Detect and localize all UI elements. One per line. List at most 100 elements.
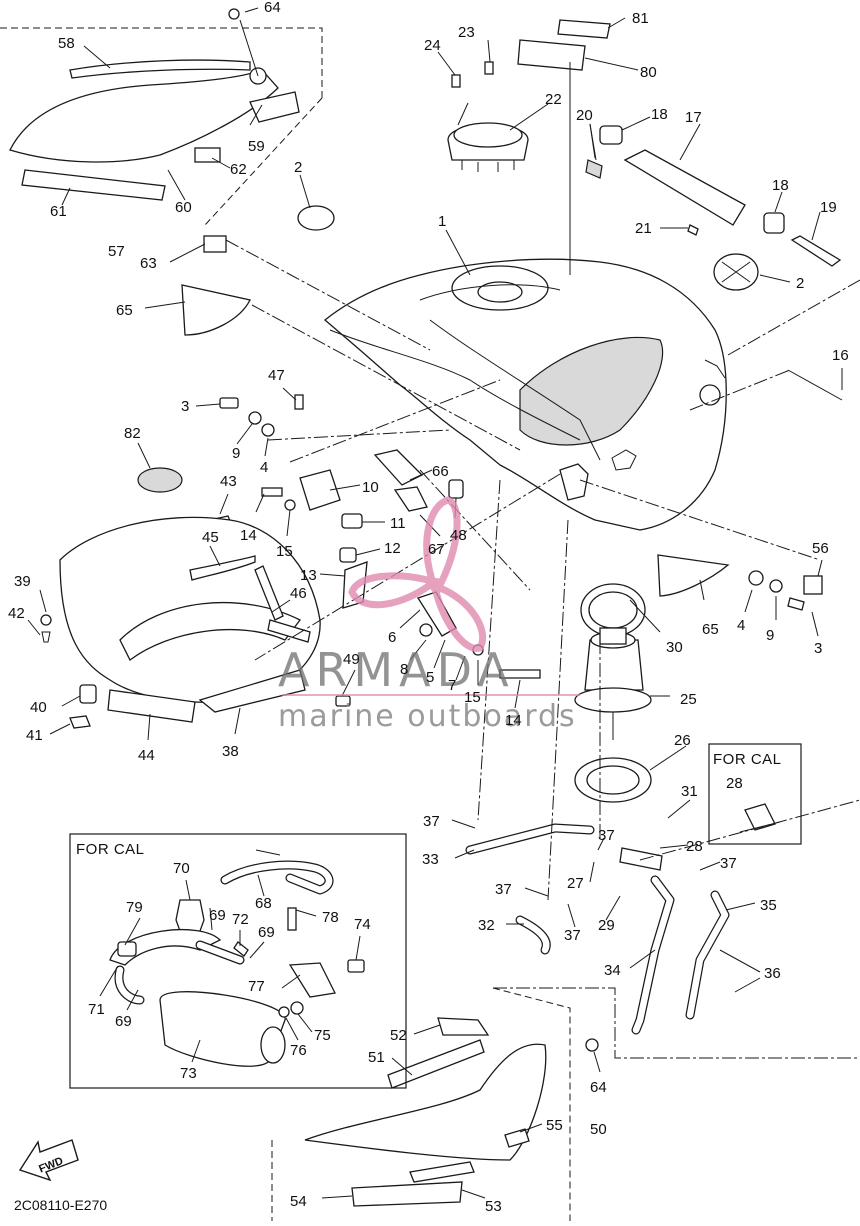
gaskets xyxy=(297,205,759,291)
propeller-logo xyxy=(348,496,487,652)
callout: 27 xyxy=(567,875,584,892)
callout: 21 xyxy=(635,220,652,237)
callout: 61 xyxy=(50,203,67,220)
callout: 16 xyxy=(832,347,849,364)
callout: 37 xyxy=(564,927,581,944)
callout: 67 xyxy=(428,541,445,558)
callout: 2 xyxy=(796,275,804,292)
callout: 39 xyxy=(14,573,31,590)
callout: 70 xyxy=(173,860,190,877)
callout: 11 xyxy=(390,515,406,532)
callout: 37 xyxy=(423,813,440,830)
mounting-hardware xyxy=(219,369,843,707)
callout: 1 xyxy=(438,213,446,230)
callout: 49 xyxy=(343,651,360,668)
callout: 7 xyxy=(448,677,456,694)
callout: 37 xyxy=(720,855,737,872)
callout: 54 xyxy=(290,1193,307,1210)
callout: 47 xyxy=(268,367,285,384)
callout: 17 xyxy=(685,109,702,126)
callout: 4 xyxy=(737,617,745,634)
callout: 69 xyxy=(115,1013,132,1030)
callout: 14 xyxy=(240,527,257,544)
for-cal-box-fitting: FOR CAL xyxy=(708,743,802,845)
side-cover-right xyxy=(657,554,730,597)
callout: 79 xyxy=(126,899,143,916)
callout: 38 xyxy=(222,743,239,760)
watermark: ARMADA marine outboards xyxy=(278,496,580,734)
callout: 64 xyxy=(590,1079,607,1096)
diagram-code: 2C08110-E270 xyxy=(14,1197,107,1213)
callout: 81 xyxy=(632,10,649,27)
callout: 33 xyxy=(422,851,439,868)
callout: 59 xyxy=(248,138,265,155)
callout: 6 xyxy=(388,629,396,646)
callout: 28 xyxy=(686,838,703,855)
callout: 44 xyxy=(138,747,155,764)
inset-frames xyxy=(0,27,860,1221)
callout: 12 xyxy=(384,540,401,557)
callout: 78 xyxy=(322,909,339,926)
callout: 3 xyxy=(814,640,822,657)
callout: 18 xyxy=(772,177,789,194)
callout: 42 xyxy=(8,605,25,622)
callout: 76 xyxy=(290,1042,307,1059)
lower-cowl-left xyxy=(40,516,321,729)
callout: 72 xyxy=(232,911,249,928)
callout: 65 xyxy=(116,302,133,319)
side-cover-lower-right xyxy=(304,1017,599,1207)
callout: 37 xyxy=(495,881,512,898)
callout: 53 xyxy=(485,1198,502,1215)
callout: 66 xyxy=(432,463,449,480)
callout: 51 xyxy=(368,1049,385,1066)
watermark-tagline: marine outboards xyxy=(278,699,577,734)
side-cover-mid-left xyxy=(137,284,428,531)
callout: 57 xyxy=(108,243,125,260)
for-cal-box-canister: FOR CAL xyxy=(69,833,407,1089)
callout: 58 xyxy=(58,35,75,52)
callout: 32 xyxy=(478,917,495,934)
callout: 23 xyxy=(458,24,475,41)
callout: 48 xyxy=(450,527,467,544)
callout: 35 xyxy=(760,897,777,914)
callout: 64 xyxy=(264,0,281,16)
callout-labels: 1 2 2 3 3 4 4 5 6 7 8 9 9 10 11 12 13 14… xyxy=(8,0,849,1215)
callout: 56 xyxy=(812,540,829,557)
callout: 10 xyxy=(362,479,379,496)
callout: 19 xyxy=(820,199,837,216)
callout: 34 xyxy=(604,962,621,979)
callout: 69 xyxy=(209,907,226,924)
callout: 62 xyxy=(230,161,247,178)
callout: 75 xyxy=(314,1027,331,1044)
callout: 74 xyxy=(354,916,371,933)
fuel-tank xyxy=(323,258,727,531)
callout: 4 xyxy=(260,459,268,476)
callout: 41 xyxy=(26,727,43,744)
for-cal-label-fitting: FOR CAL xyxy=(713,751,782,768)
callout: 9 xyxy=(766,627,774,644)
callout: 68 xyxy=(255,895,272,912)
labels-decals xyxy=(517,19,611,71)
fuel-cap xyxy=(447,61,529,172)
callout: 25 xyxy=(680,691,697,708)
callout: 46 xyxy=(290,585,307,602)
callout: 65 xyxy=(702,621,719,638)
callout: 28 xyxy=(726,775,743,792)
callout: 13 xyxy=(300,567,317,584)
callout: 36 xyxy=(764,965,781,982)
callout: 55 xyxy=(546,1117,563,1134)
for-cal-label-canister: FOR CAL xyxy=(76,841,145,858)
callout: 5 xyxy=(426,669,434,686)
fitting-cal xyxy=(739,803,781,833)
hoses xyxy=(114,823,730,1035)
callout: 3 xyxy=(181,398,189,415)
callout: 73 xyxy=(180,1065,197,1082)
callout: 9 xyxy=(232,445,240,462)
callout: 26 xyxy=(674,732,691,749)
callout: 43 xyxy=(220,473,237,490)
callout: 71 xyxy=(88,1001,105,1018)
callout: 77 xyxy=(248,978,265,995)
callout: 29 xyxy=(598,917,615,934)
callout: 40 xyxy=(30,699,47,716)
